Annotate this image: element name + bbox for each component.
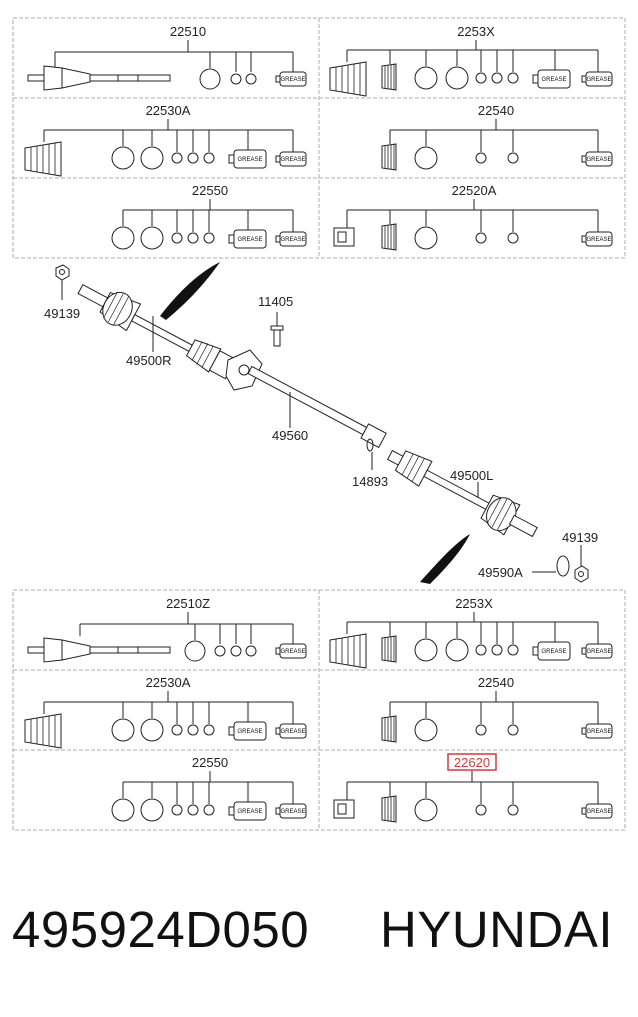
top-parts-table: 22510 GREASE 2253X <box>12 17 626 259</box>
bottom-cell-label: 22540 <box>478 675 514 690</box>
top-cell-22510: 22510 GREASE <box>27 24 307 91</box>
shaft-49560 <box>247 365 387 449</box>
exploded-parts-diagram: 22510 GREASE 2253X <box>12 17 626 831</box>
top-cell-22540: 22540 GREASE <box>381 103 613 171</box>
bottom-cell-label: 22550 <box>192 755 228 770</box>
callout-label: 49560 <box>272 428 308 443</box>
callout-label: 49139 <box>44 306 80 321</box>
drive-shaft-assembly: 49139 11405 49500R 49560 14893 49500L 49… <box>44 262 598 584</box>
svg-text:GREASE: GREASE <box>280 729 305 735</box>
top-cell-label: 22530A <box>146 103 191 118</box>
callout-label: 49139 <box>562 530 598 545</box>
housing-icon <box>333 227 355 247</box>
svg-text:GREASE: GREASE <box>280 809 305 815</box>
svg-text:GREASE: GREASE <box>541 649 566 655</box>
callout-label: 49590A <box>478 565 523 580</box>
shaft-49500L <box>386 449 538 538</box>
axle-shaft-icon <box>27 65 171 91</box>
circlip-icon <box>366 438 374 452</box>
top-cell-label: 22550 <box>192 183 228 198</box>
bottom-cell-label: 2253X <box>455 596 493 611</box>
footer: 495924D050 HYUNDAI <box>0 900 638 980</box>
svg-text:GREASE: GREASE <box>280 157 305 163</box>
svg-text:GREASE: GREASE <box>237 809 262 815</box>
bottom-cell-22540: 22540 GREASE <box>381 675 613 743</box>
svg-text:GREASE: GREASE <box>586 237 611 243</box>
bottom-cell-22510Z: 22510Z GREASE <box>27 596 307 663</box>
callout-label: 14893 <box>352 474 388 489</box>
svg-text:GREASE: GREASE <box>280 649 305 655</box>
boot-icon <box>329 633 367 669</box>
boot-icon <box>329 61 367 97</box>
bottom-cell-22550: 22550 GREASE GREASE <box>111 755 307 822</box>
svg-text:GREASE: GREASE <box>280 77 305 83</box>
pointer-arrow-icon <box>420 534 470 584</box>
boot-icon <box>24 141 62 177</box>
callout-label: 11405 <box>258 294 293 309</box>
highlight-box <box>447 753 497 771</box>
small-boot-icon <box>381 223 397 251</box>
bolt-icon <box>273 327 281 347</box>
bottom-parts-table: 22510Z GREASE 2253X <box>12 589 626 831</box>
callout-label: 49500R <box>126 353 172 368</box>
svg-text:GREASE: GREASE <box>237 237 262 243</box>
highlighted-part-label: 22620 <box>454 755 490 770</box>
pointer-arrow-icon <box>160 262 220 320</box>
svg-text:GREASE: GREASE <box>280 237 305 243</box>
small-boot-icon <box>381 715 397 743</box>
brand-name: HYUNDAI <box>380 901 614 958</box>
housing-icon <box>333 799 355 819</box>
bottom-cell-2253X: 2253X GREASE GREASE <box>329 596 613 669</box>
top-cell-2253X: 2253X GREASE GREASE <box>329 24 613 97</box>
top-cell-label: 22540 <box>478 103 514 118</box>
boot-icon <box>24 713 62 749</box>
svg-text:GREASE: GREASE <box>237 157 262 163</box>
bottom-cell-22620: 22620 GREASE <box>333 753 613 823</box>
part-number: 495924D050 <box>12 901 310 958</box>
svg-text:GREASE: GREASE <box>586 809 611 815</box>
top-cell-22520A: 22520A GREASE <box>333 183 613 251</box>
tone-ring-icon <box>556 555 570 577</box>
shaft-49500R <box>77 284 237 380</box>
top-cell-22530A: 22530A GREASE GREASE <box>24 103 307 177</box>
top-cell-label: 2253X <box>457 24 495 39</box>
svg-text:GREASE: GREASE <box>586 77 611 83</box>
small-boot-icon <box>381 143 397 171</box>
svg-text:GREASE: GREASE <box>237 729 262 735</box>
small-boot-icon <box>381 63 397 91</box>
ring-icon <box>199 68 221 90</box>
callout-label: 49500L <box>450 468 493 483</box>
svg-text:GREASE: GREASE <box>586 729 611 735</box>
axle-shaft-icon <box>27 637 171 663</box>
svg-text:GREASE: GREASE <box>541 77 566 83</box>
svg-text:GREASE: GREASE <box>586 157 611 163</box>
small-boot-icon <box>381 635 397 663</box>
top-cell-22550: 22550 GREASE GREASE <box>111 183 307 250</box>
top-cell-label: 22510 <box>170 24 206 39</box>
bottom-cell-label: 22510Z <box>166 596 210 611</box>
bottom-cell-22530A: 22530A GREASE GREASE <box>24 675 307 749</box>
top-cell-label: 22520A <box>452 183 497 198</box>
small-boot-icon <box>381 795 397 823</box>
bottom-cell-label: 22530A <box>146 675 191 690</box>
svg-text:GREASE: GREASE <box>586 649 611 655</box>
